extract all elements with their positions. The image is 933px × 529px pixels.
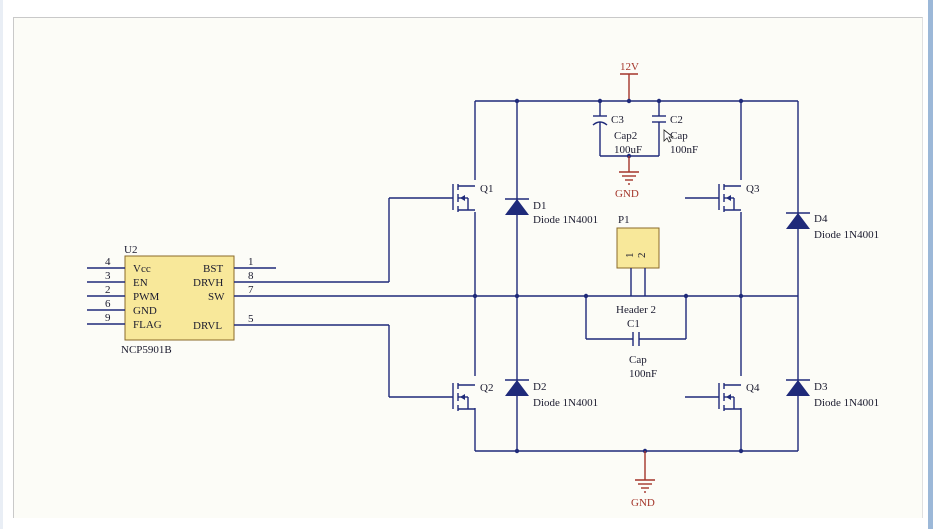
- c3-type: Cap2: [614, 130, 637, 142]
- u2-pin-sw[interactable]: 7 SW: [208, 284, 264, 303]
- u2-pin-num: 4: [105, 256, 111, 268]
- u2-pin-num: 1: [248, 256, 254, 268]
- u2-pin-flag[interactable]: 9 FLAG: [87, 312, 162, 331]
- u2-pin-name: BST: [203, 263, 223, 275]
- top-rail-wire: [475, 98, 798, 104]
- header-p1[interactable]: P1 1 2 Header 2: [616, 214, 660, 316]
- u2-pin-name: DRVL: [193, 320, 222, 332]
- u2-pin-num: 8: [248, 270, 254, 282]
- q3-ref: Q3: [746, 183, 760, 195]
- diode-d1[interactable]: D1 Diode 1N4001: [505, 198, 598, 226]
- ground-label-top: GND: [615, 188, 639, 200]
- u2-pin-vcc[interactable]: 4 Vcc: [87, 256, 151, 275]
- power-label-12v: 12V: [620, 61, 639, 73]
- capacitor-c2[interactable]: C2 Cap 100nF: [652, 101, 698, 156]
- u2-pin-drvh[interactable]: 8 DRVH: [193, 270, 389, 289]
- u2-pin-name: DRVH: [193, 277, 223, 289]
- c1-type: Cap: [629, 354, 647, 366]
- u2-pin-name: GND: [133, 305, 157, 317]
- c3-value: 100uF: [614, 144, 642, 156]
- u2-pin-name: FLAG: [133, 319, 162, 331]
- p1-type: Header 2: [616, 304, 656, 316]
- mosfet-q3[interactable]: Q3: [685, 183, 760, 212]
- window-right-scroll-edge[interactable]: [928, 0, 933, 529]
- q2-ref: Q2: [480, 382, 493, 394]
- d4-ref: D4: [814, 213, 828, 225]
- ground-label-bottom: GND: [631, 497, 655, 509]
- diode-d2[interactable]: D2 Diode 1N4001: [505, 379, 598, 409]
- window-left-edge: [0, 0, 3, 529]
- c1-value: 100nF: [629, 368, 657, 380]
- u2-pin-num: 6: [105, 298, 111, 310]
- driver-ic-u2[interactable]: U2 NCP5901B 4 Vcc 3 EN 2 PWM 6: [87, 244, 389, 356]
- u2-pin-pwm[interactable]: 2 PWM: [87, 284, 160, 303]
- p1-ref: P1: [618, 214, 630, 226]
- u2-pin-en[interactable]: 3 EN: [87, 270, 148, 289]
- q1-ref: Q1: [480, 183, 493, 195]
- d4-value: Diode 1N4001: [814, 229, 879, 241]
- switch-node-wire: [264, 293, 798, 299]
- u2-pin-drvl[interactable]: 5 DRVL: [193, 313, 389, 332]
- p1-pin2: 2: [636, 253, 648, 259]
- d3-value: Diode 1N4001: [814, 397, 879, 409]
- capacitor-c3[interactable]: C3 Cap2 100uF: [592, 101, 642, 156]
- capacitor-c1[interactable]: C1 Cap 100nF: [585, 296, 687, 380]
- diode-d3[interactable]: D3 Diode 1N4001: [786, 379, 879, 409]
- u2-pin-gnd[interactable]: 6 GND: [87, 298, 157, 317]
- c2-type: Cap: [670, 130, 688, 142]
- d3-ref: D3: [814, 381, 828, 393]
- c2-ref: C2: [670, 114, 683, 126]
- u2-pin-num: 3: [105, 270, 111, 282]
- d2-value: Diode 1N4001: [533, 397, 598, 409]
- ground-symbol-bottom[interactable]: GND: [631, 451, 655, 509]
- bottom-rail-wire: [475, 448, 798, 454]
- d2-ref: D2: [533, 381, 546, 393]
- q4-ref: Q4: [746, 382, 760, 394]
- ground-symbol-top[interactable]: GND: [615, 156, 639, 200]
- d1-ref: D1: [533, 200, 546, 212]
- u2-pin-num: 9: [105, 312, 111, 324]
- u2-pin-name: Vcc: [133, 263, 151, 275]
- u2-pin-num: 2: [105, 284, 111, 296]
- c3-ref: C3: [611, 114, 624, 126]
- p1-pin1: 1: [624, 253, 636, 259]
- u2-pin-num: 7: [248, 284, 254, 296]
- u2-pin-num: 5: [248, 313, 254, 325]
- d1-value: Diode 1N4001: [533, 214, 598, 226]
- u2-pin-name: EN: [133, 277, 148, 289]
- u2-pin-name: PWM: [133, 291, 160, 303]
- u2-pin-bst[interactable]: 1 BST: [203, 256, 276, 275]
- mosfet-q1[interactable]: Q1: [388, 183, 493, 282]
- mosfet-q2[interactable]: Q2: [388, 325, 493, 411]
- c1-ref: C1: [627, 318, 640, 330]
- power-port-12v[interactable]: 12V: [620, 61, 639, 101]
- u2-ref: U2: [124, 244, 137, 256]
- diode-d4[interactable]: D4 Diode 1N4001: [786, 212, 879, 241]
- u2-pin-name: SW: [208, 291, 225, 303]
- mouse-cursor-icon: [663, 129, 675, 143]
- c2-value: 100nF: [670, 144, 698, 156]
- mosfet-q4[interactable]: Q4: [685, 382, 760, 411]
- u2-part: NCP5901B: [121, 344, 172, 356]
